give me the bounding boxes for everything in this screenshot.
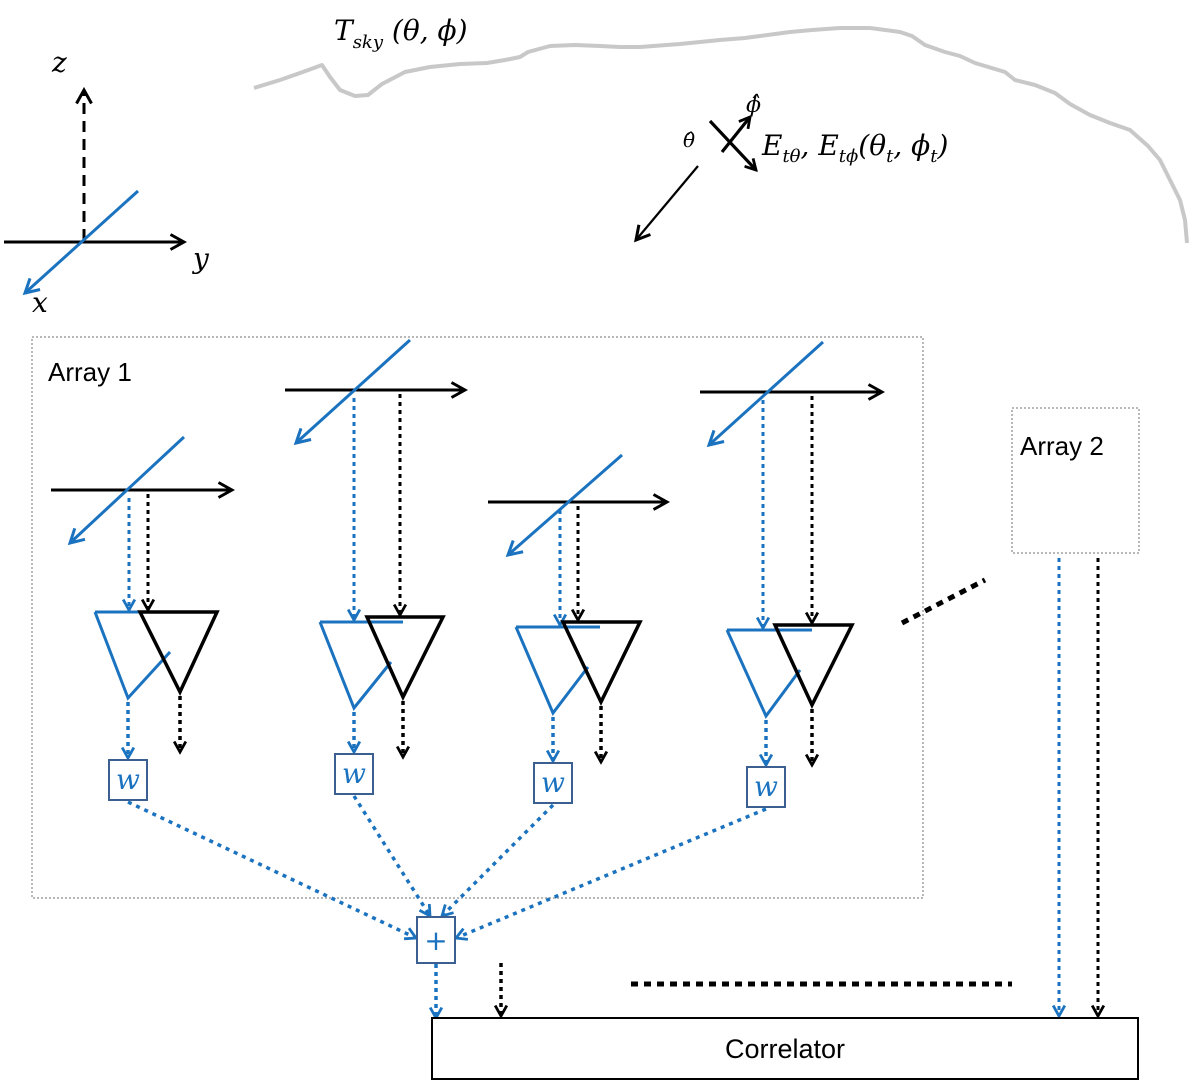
weighted-signal-line (442, 803, 555, 916)
x-dipole (296, 338, 412, 443)
array-2-frame (1011, 407, 1140, 554)
x-amplifier-icon (93, 610, 182, 701)
theta-hat-label: θ̂ (683, 128, 695, 152)
z-axis-label: z (51, 46, 67, 79)
y-amplifier-icon (364, 615, 446, 702)
x-dipole (709, 340, 825, 445)
correlator-label: Correlator (725, 1034, 845, 1064)
array-1-label: Array 1 (48, 357, 132, 387)
summation-node: + (416, 916, 456, 964)
weighted-signal-line (127, 800, 416, 938)
field-components-label: Etθ, Etϕ(θt, ϕt) (761, 129, 948, 167)
propagation-arrow (636, 165, 699, 240)
weight-box (334, 753, 374, 795)
antenna-element: w (700, 340, 882, 808)
array-2-label: Array 2 (1020, 431, 1104, 461)
theta-hat-arrow (708, 119, 756, 170)
y-axis-label: y (191, 242, 210, 275)
array-1-frame (31, 336, 924, 899)
weight-label: w (754, 770, 778, 803)
sky-temperature: Tsky (θ, ϕ) (253, 14, 1189, 244)
y-amplifier-icon (560, 620, 643, 707)
weight-label: w (541, 766, 565, 799)
x-axis (25, 189, 140, 293)
correlator: Correlator (431, 1017, 1139, 1080)
weight-box (108, 759, 148, 801)
sky-curve (253, 26, 1189, 244)
x-amplifier-icon (318, 620, 403, 711)
antenna-element: w (51, 435, 232, 801)
weight-box (533, 762, 573, 804)
weight-box (746, 766, 786, 808)
antenna-element: w (285, 338, 465, 795)
phi-hat-arrow (720, 117, 750, 153)
coordinate-axes: z y x (4, 46, 210, 319)
x-amplifier-icon (514, 625, 600, 716)
y-amplifier-icon (772, 623, 855, 710)
incident-wave: θ̂ ϕ̂ Etθ, Etϕ(θt, ϕt) (636, 93, 948, 240)
x-dipole (508, 453, 623, 555)
weighted-signal-line (352, 795, 430, 916)
x-amplifier-icon (725, 628, 812, 719)
summation-box (416, 916, 456, 964)
more-arrays-ellipsis-diagonal (900, 577, 987, 626)
y-amplifier-icon (137, 610, 220, 697)
x-axis-label: x (32, 286, 48, 319)
sky-temperature-label: Tsky (θ, ϕ) (334, 14, 468, 53)
correlator-box (431, 1017, 1139, 1080)
weighted-sum-lines (127, 795, 767, 938)
weighted-signal-line (456, 807, 767, 938)
phi-hat-label: ϕ̂ (746, 93, 761, 118)
weight-label: w (116, 763, 140, 796)
summation-symbol: + (424, 924, 447, 957)
x-dipole (70, 435, 186, 543)
weight-label: w (342, 757, 366, 790)
antenna-element: w (488, 453, 667, 804)
